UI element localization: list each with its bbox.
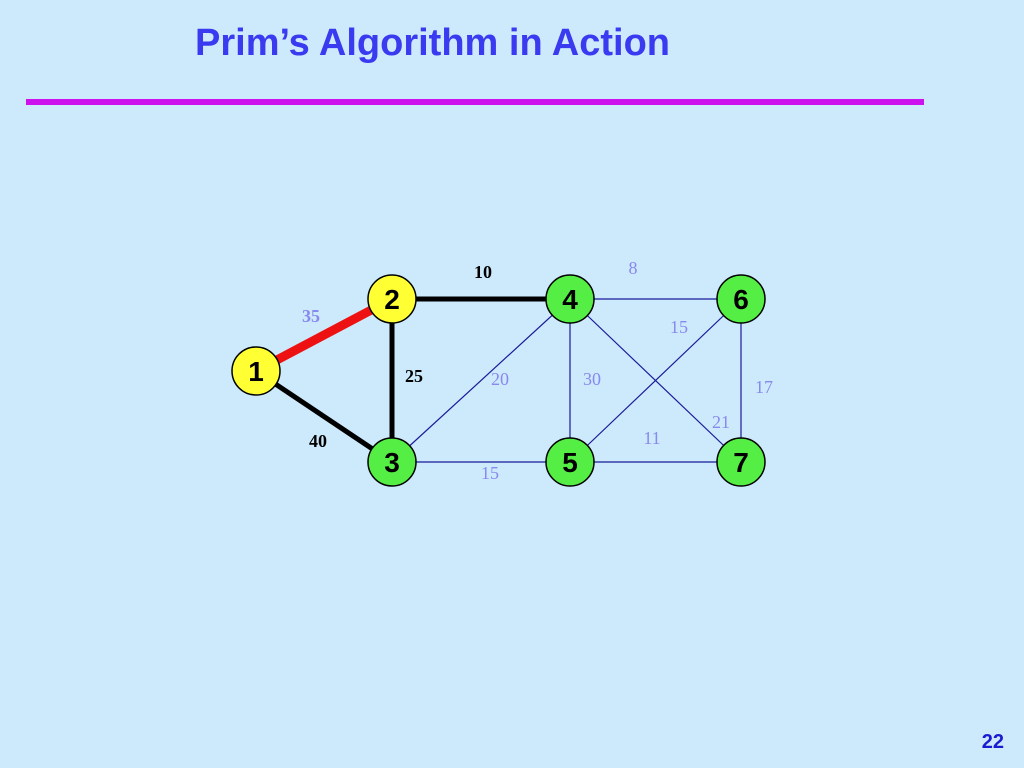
node-1: 1 (231, 346, 281, 396)
edge-1-2 (253, 295, 395, 375)
node-4: 4 (545, 274, 595, 324)
node-circle-5 (545, 437, 595, 487)
page-number: 22 (981, 731, 1004, 753)
edge-weight-label-5-7: 11 (643, 428, 660, 448)
edge-weight-label-4-5: 30 (583, 369, 601, 389)
node-label-7: 7 (733, 447, 749, 478)
edge-5-6 (569, 298, 742, 463)
node-5: 5 (545, 437, 595, 487)
node-circle-7 (716, 437, 766, 487)
edge-weight-label-4-6: 8 (629, 258, 638, 278)
title-rule (26, 99, 924, 105)
edge-weight-label-5-6: 15 (670, 317, 688, 337)
node-3: 3 (367, 437, 417, 487)
edge-weight-label-3-5: 15 (481, 463, 499, 483)
node-circle-3 (367, 437, 417, 487)
edge-weight-label-2-4: 10 (474, 262, 492, 282)
node-label-2: 2 (384, 284, 400, 315)
edge-weight-label-3-4: 20 (491, 369, 509, 389)
node-label-1: 1 (248, 356, 264, 387)
edge-weight-label-6-7: 17 (755, 377, 773, 397)
edge-weight-label-2-3: 25 (405, 366, 423, 386)
node-circle-2 (367, 274, 417, 324)
edge-weight-label-1-2: 35 (302, 306, 320, 326)
node-7: 7 (716, 437, 766, 487)
node-label-3: 3 (384, 447, 400, 478)
node-2: 2 (367, 274, 417, 324)
edge-weight-label-4-7: 21 (712, 412, 730, 432)
edge-1-3 (254, 368, 394, 465)
node-6: 6 (716, 274, 766, 324)
slide-title: Prim’s Algorithm in Action (195, 22, 671, 64)
node-circle-6 (716, 274, 766, 324)
edge-weight-label-1-3: 40 (309, 431, 327, 451)
node-label-5: 5 (562, 447, 578, 478)
node-label-4: 4 (562, 284, 578, 315)
node-circle-1 (231, 346, 281, 396)
node-label-6: 6 (733, 284, 749, 315)
node-circle-4 (545, 274, 595, 324)
edge-3-4 (391, 298, 571, 463)
